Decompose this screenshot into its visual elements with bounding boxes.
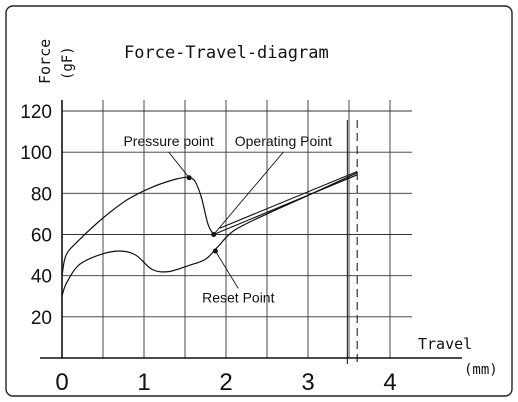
- series: [61, 171, 358, 297]
- series-branch-upper-actuation: [219, 171, 358, 229]
- y-tick-label-3: 80: [31, 184, 52, 205]
- annotation-label-0: Pressure point: [123, 133, 213, 149]
- chart-title: Force-Travel-diagram: [124, 43, 329, 63]
- grid: [62, 100, 412, 364]
- y-tick-label-5: 120: [20, 102, 52, 123]
- series-line-actuation: [61, 176, 215, 276]
- annotation-leader-0: [168, 151, 190, 178]
- tick-labels: 20 40 60 80 100 120 0 1 2 3 4: [20, 102, 396, 396]
- chart-frame: [5, 5, 513, 397]
- series-line-return: [61, 172, 358, 297]
- x-axis-unit: (mm): [464, 362, 498, 378]
- annotation-leader-2: [214, 250, 239, 289]
- x-tick-label-3: 3: [301, 369, 314, 396]
- annotation-label-1: Operating Point: [235, 133, 332, 149]
- annotation-label-2: Reset Point: [202, 289, 274, 305]
- x-tick-label-2: 2: [219, 369, 232, 396]
- y-axis-label: Force: [36, 39, 54, 84]
- annotation-point-1: [211, 232, 217, 237]
- annotation-leader-1: [213, 151, 284, 235]
- x-tick-label-0: 0: [55, 369, 68, 396]
- annotation-point-2: [212, 248, 218, 254]
- axes: [40, 100, 462, 359]
- x-tick-label-1: 1: [137, 369, 150, 396]
- y-tick-label-2: 60: [31, 226, 52, 247]
- y-tick-label-0: 20: [31, 308, 52, 329]
- x-axis-label: Travel: [418, 335, 472, 353]
- series-branch-lower-actuation: [213, 174, 358, 236]
- y-tick-label-1: 40: [31, 267, 52, 288]
- y-axis-unit: (gF): [60, 46, 76, 80]
- x-tick-label-4: 4: [383, 369, 396, 396]
- y-tick-label-4: 100: [20, 143, 52, 164]
- annotation-point-0: [186, 175, 192, 181]
